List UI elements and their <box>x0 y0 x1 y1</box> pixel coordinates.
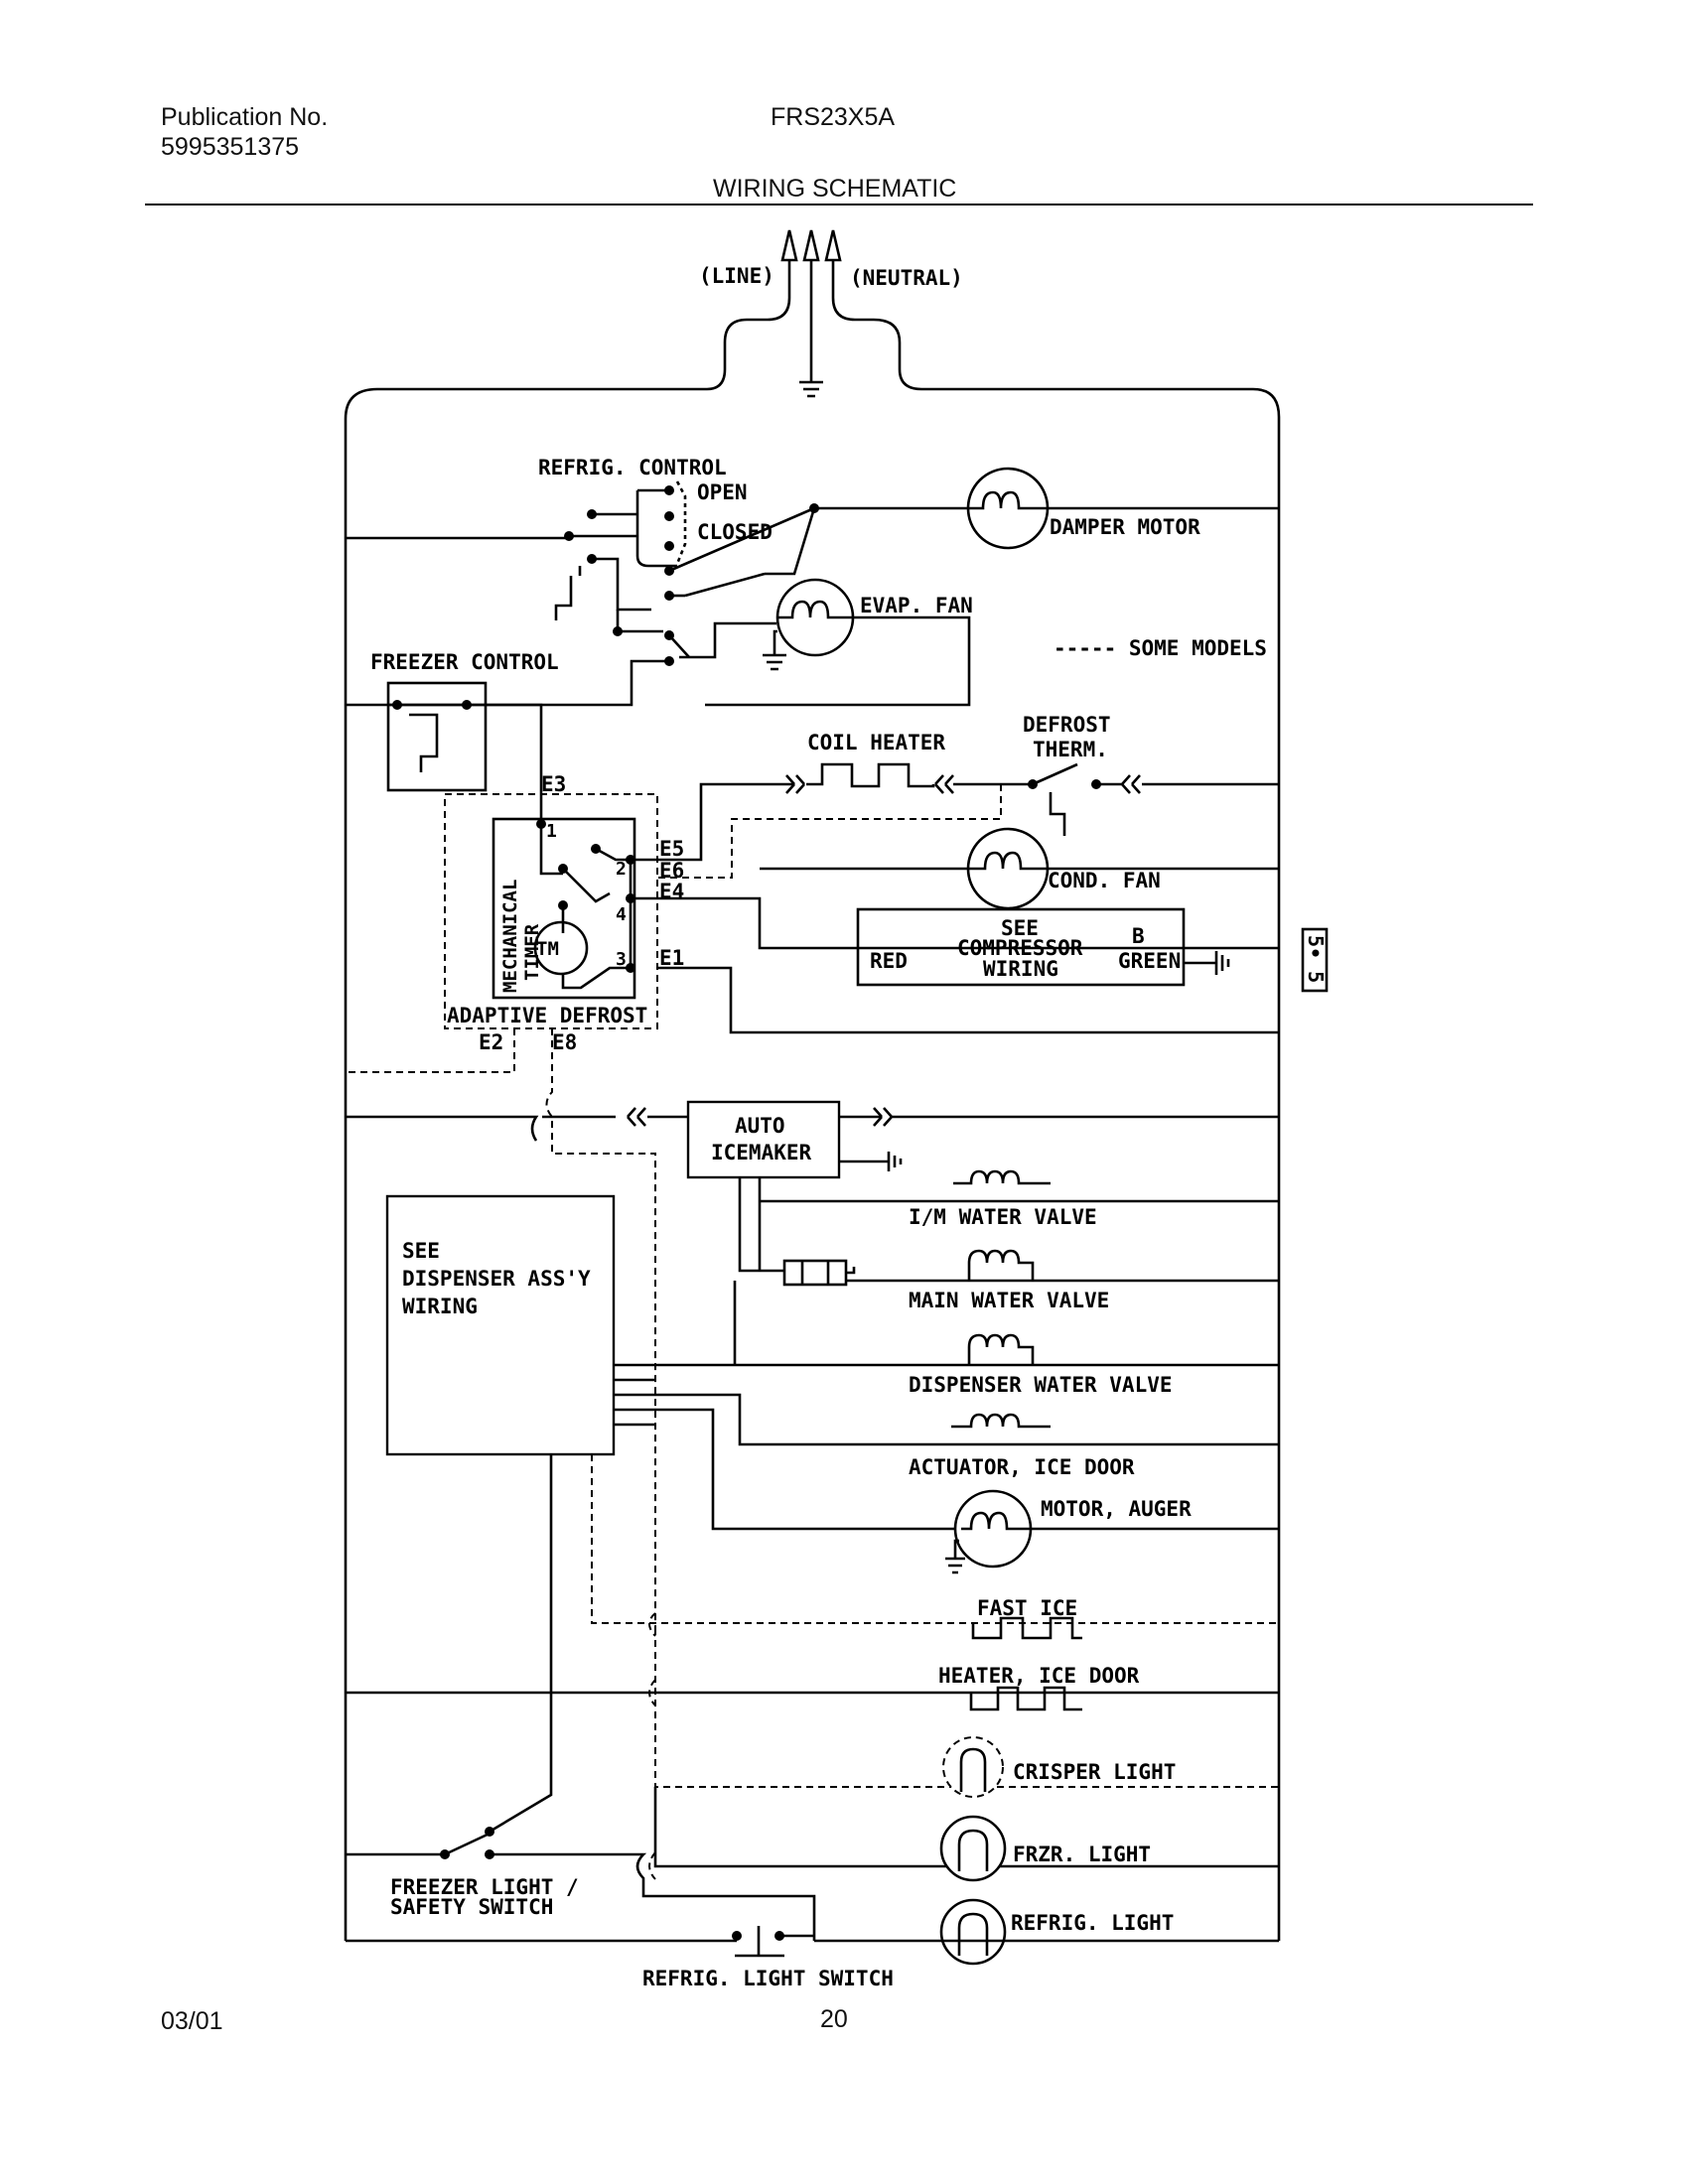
main-water-valve-label: MAIN WATER VALVE <box>909 1289 1109 1312</box>
terminal-2: 2 <box>616 859 627 880</box>
freezer-light <box>653 1787 1279 1882</box>
evap-fan-label: EVAP. FAN <box>860 594 973 617</box>
crisper-light <box>654 1628 1279 1798</box>
model-number: FRS23X5A <box>771 103 896 131</box>
e2-dashed-wire <box>346 1028 515 1073</box>
page-title: WIRING SCHEMATIC <box>713 175 957 203</box>
footer-date: 03/01 <box>161 2007 223 2035</box>
damper-motor <box>966 467 1279 550</box>
coil-heater-label: COIL HEATER <box>807 731 945 754</box>
refrig-light-switch <box>346 1926 814 1958</box>
side-mark-label: 5∙ 5 <box>1304 935 1328 983</box>
heater-ice-door <box>346 1686 1279 1711</box>
publication-label: Publication No. <box>161 103 329 131</box>
freezer-light-switch-label-1: FREEZER LIGHT / <box>390 1875 579 1899</box>
frzr-light-label: FRZR. LIGHT <box>1013 1843 1151 1866</box>
wire-crossovers <box>648 1612 656 1880</box>
damper-motor-label: DAMPER MOTOR <box>1050 515 1200 539</box>
closed-label: CLOSED <box>697 520 773 544</box>
compressor-wiring-box <box>856 907 1230 987</box>
auto-icemaker <box>346 1028 1279 1628</box>
mechanical-label: MECHANICAL <box>499 880 521 993</box>
line-label: (LINE) <box>699 264 774 288</box>
motor-auger <box>945 1489 1279 1574</box>
power-cord <box>344 229 1281 1941</box>
terminal-3: 3 <box>616 949 627 970</box>
defrost-label: DEFROST <box>1023 713 1111 737</box>
therm-label: THERM. <box>1033 738 1108 761</box>
refrig-light-switch-label: REFRIG. LIGHT SWITCH <box>642 1967 894 1990</box>
terminal-e3: E3 <box>541 772 566 796</box>
dispenser-box <box>385 1194 1279 1531</box>
freezer-light-safety-switch <box>346 1454 816 1941</box>
fast-ice-heater <box>591 1454 1279 1640</box>
evap-fan <box>705 578 971 707</box>
terminal-e1: E1 <box>659 946 684 970</box>
terminal-4: 4 <box>616 904 627 925</box>
actuator-ice-door-label: ACTUATOR, ICE DOOR <box>909 1455 1135 1479</box>
motor-auger-label: MOTOR, AUGER <box>1041 1497 1192 1521</box>
defrost-circuit <box>657 762 1279 1034</box>
auto-label: AUTO <box>735 1114 785 1138</box>
compressor-see-label: SEE <box>1001 916 1039 940</box>
terminal-e2: E2 <box>479 1030 503 1054</box>
compressor-label: COMPRESSOR <box>957 936 1083 960</box>
some-models-note: ----- SOME MODELS <box>1054 636 1267 660</box>
refrig-control-label: REFRIG. CONTROL <box>538 456 727 479</box>
timer-label: TIMER <box>521 923 543 981</box>
refrig-light <box>814 1898 1279 1966</box>
heater-ice-door-label: HEATER, ICE DOOR <box>938 1664 1140 1688</box>
header-rule <box>145 204 1533 205</box>
adaptive-defrost-label: ADAPTIVE DEFROST <box>447 1004 647 1027</box>
fast-ice-label: FAST ICE <box>977 1596 1077 1620</box>
icemaker-label: ICEMAKER <box>711 1141 812 1164</box>
freezer-light-switch-label-2: SAFETY SWITCH <box>390 1895 553 1919</box>
dispenser-see-label: SEE <box>402 1239 440 1263</box>
timer-motor-label: TM <box>536 938 559 960</box>
page-number: 20 <box>820 2005 848 2033</box>
open-label: OPEN <box>697 480 748 504</box>
terminal-e5: E5 <box>659 837 684 861</box>
side-mark <box>1301 927 1329 993</box>
publication-number: 5995351375 <box>161 133 300 161</box>
dispenser-assy-label: DISPENSER ASS'Y <box>402 1267 591 1291</box>
freezer-control-label: FREEZER CONTROL <box>370 650 559 674</box>
crisper-light-label: CRISPER LIGHT <box>1013 1760 1176 1784</box>
red-wire-label: RED <box>870 949 908 973</box>
water-valves <box>614 1169 1279 1367</box>
terminal-e8: E8 <box>552 1030 577 1054</box>
freezer-control <box>346 681 543 794</box>
dispenser-wiring-label: WIRING <box>402 1295 478 1318</box>
green-wire-label: GREEN <box>1118 949 1181 973</box>
compressor-wiring-label: WIRING <box>983 957 1058 981</box>
b-terminal-label: B <box>1132 924 1145 948</box>
terminal-e4: E4 <box>659 880 684 903</box>
dispenser-water-valve-label: DISPENSER WATER VALVE <box>909 1373 1173 1397</box>
neutral-label: (NEUTRAL) <box>850 266 963 290</box>
im-water-valve-label: I/M WATER VALVE <box>909 1205 1097 1229</box>
cond-fan <box>966 827 1050 910</box>
refrig-light-label: REFRIG. LIGHT <box>1011 1911 1174 1935</box>
cond-fan-label: COND. FAN <box>1048 869 1161 892</box>
terminal-1: 1 <box>546 821 557 842</box>
